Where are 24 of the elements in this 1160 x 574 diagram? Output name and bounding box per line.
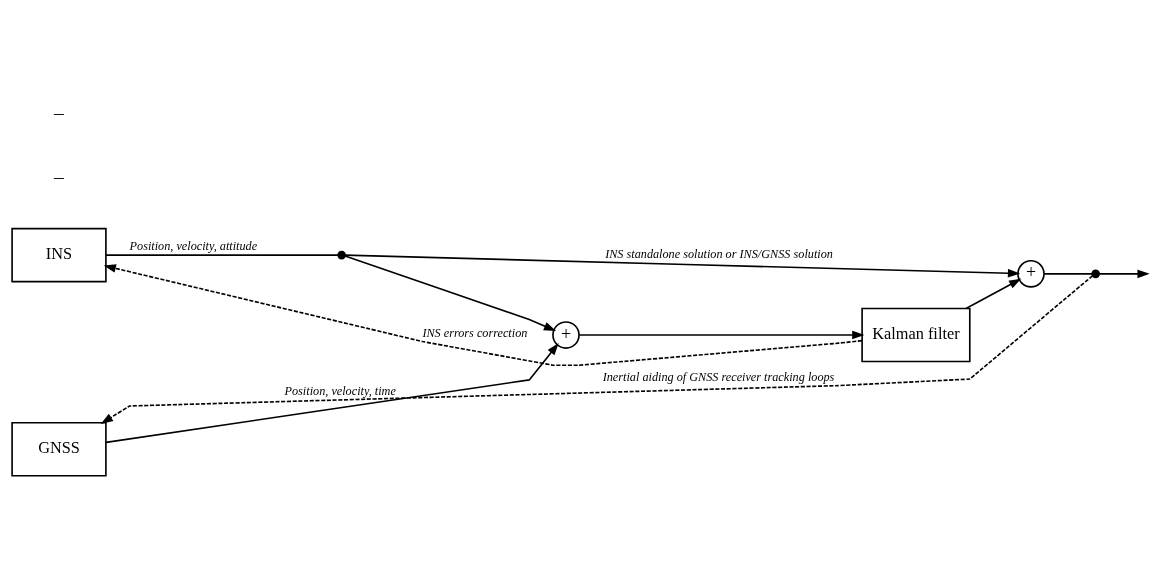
edge-label: INS errors correction [422,325,528,340]
arrow [103,263,863,366]
node-box: GNSS [11,421,107,477]
edge-label: Position, velocity, attitude [129,238,258,253]
arrow [344,253,1021,277]
edge-label: INS standalone solution or INS/GNSS solution [605,246,833,261]
node-circle: + [552,320,580,349]
edge-label: Position, velocity, time [284,383,396,398]
arrow [578,330,865,339]
connector [105,253,339,256]
arrow [1098,269,1150,278]
arrow [105,342,559,443]
node-dot [337,250,346,259]
arrow [344,254,557,331]
edge-label: Inertial aiding of GNSS receiver tracking loops [602,369,835,384]
node-box: Kalman filter [861,307,971,362]
connector [1043,272,1093,275]
label: – [54,101,64,123]
label: – [54,165,64,187]
node-circle: + [1017,259,1045,288]
node-box: INS [11,227,107,282]
node-dot [1091,269,1100,278]
arrow [965,278,1022,309]
arrow [100,274,1094,424]
